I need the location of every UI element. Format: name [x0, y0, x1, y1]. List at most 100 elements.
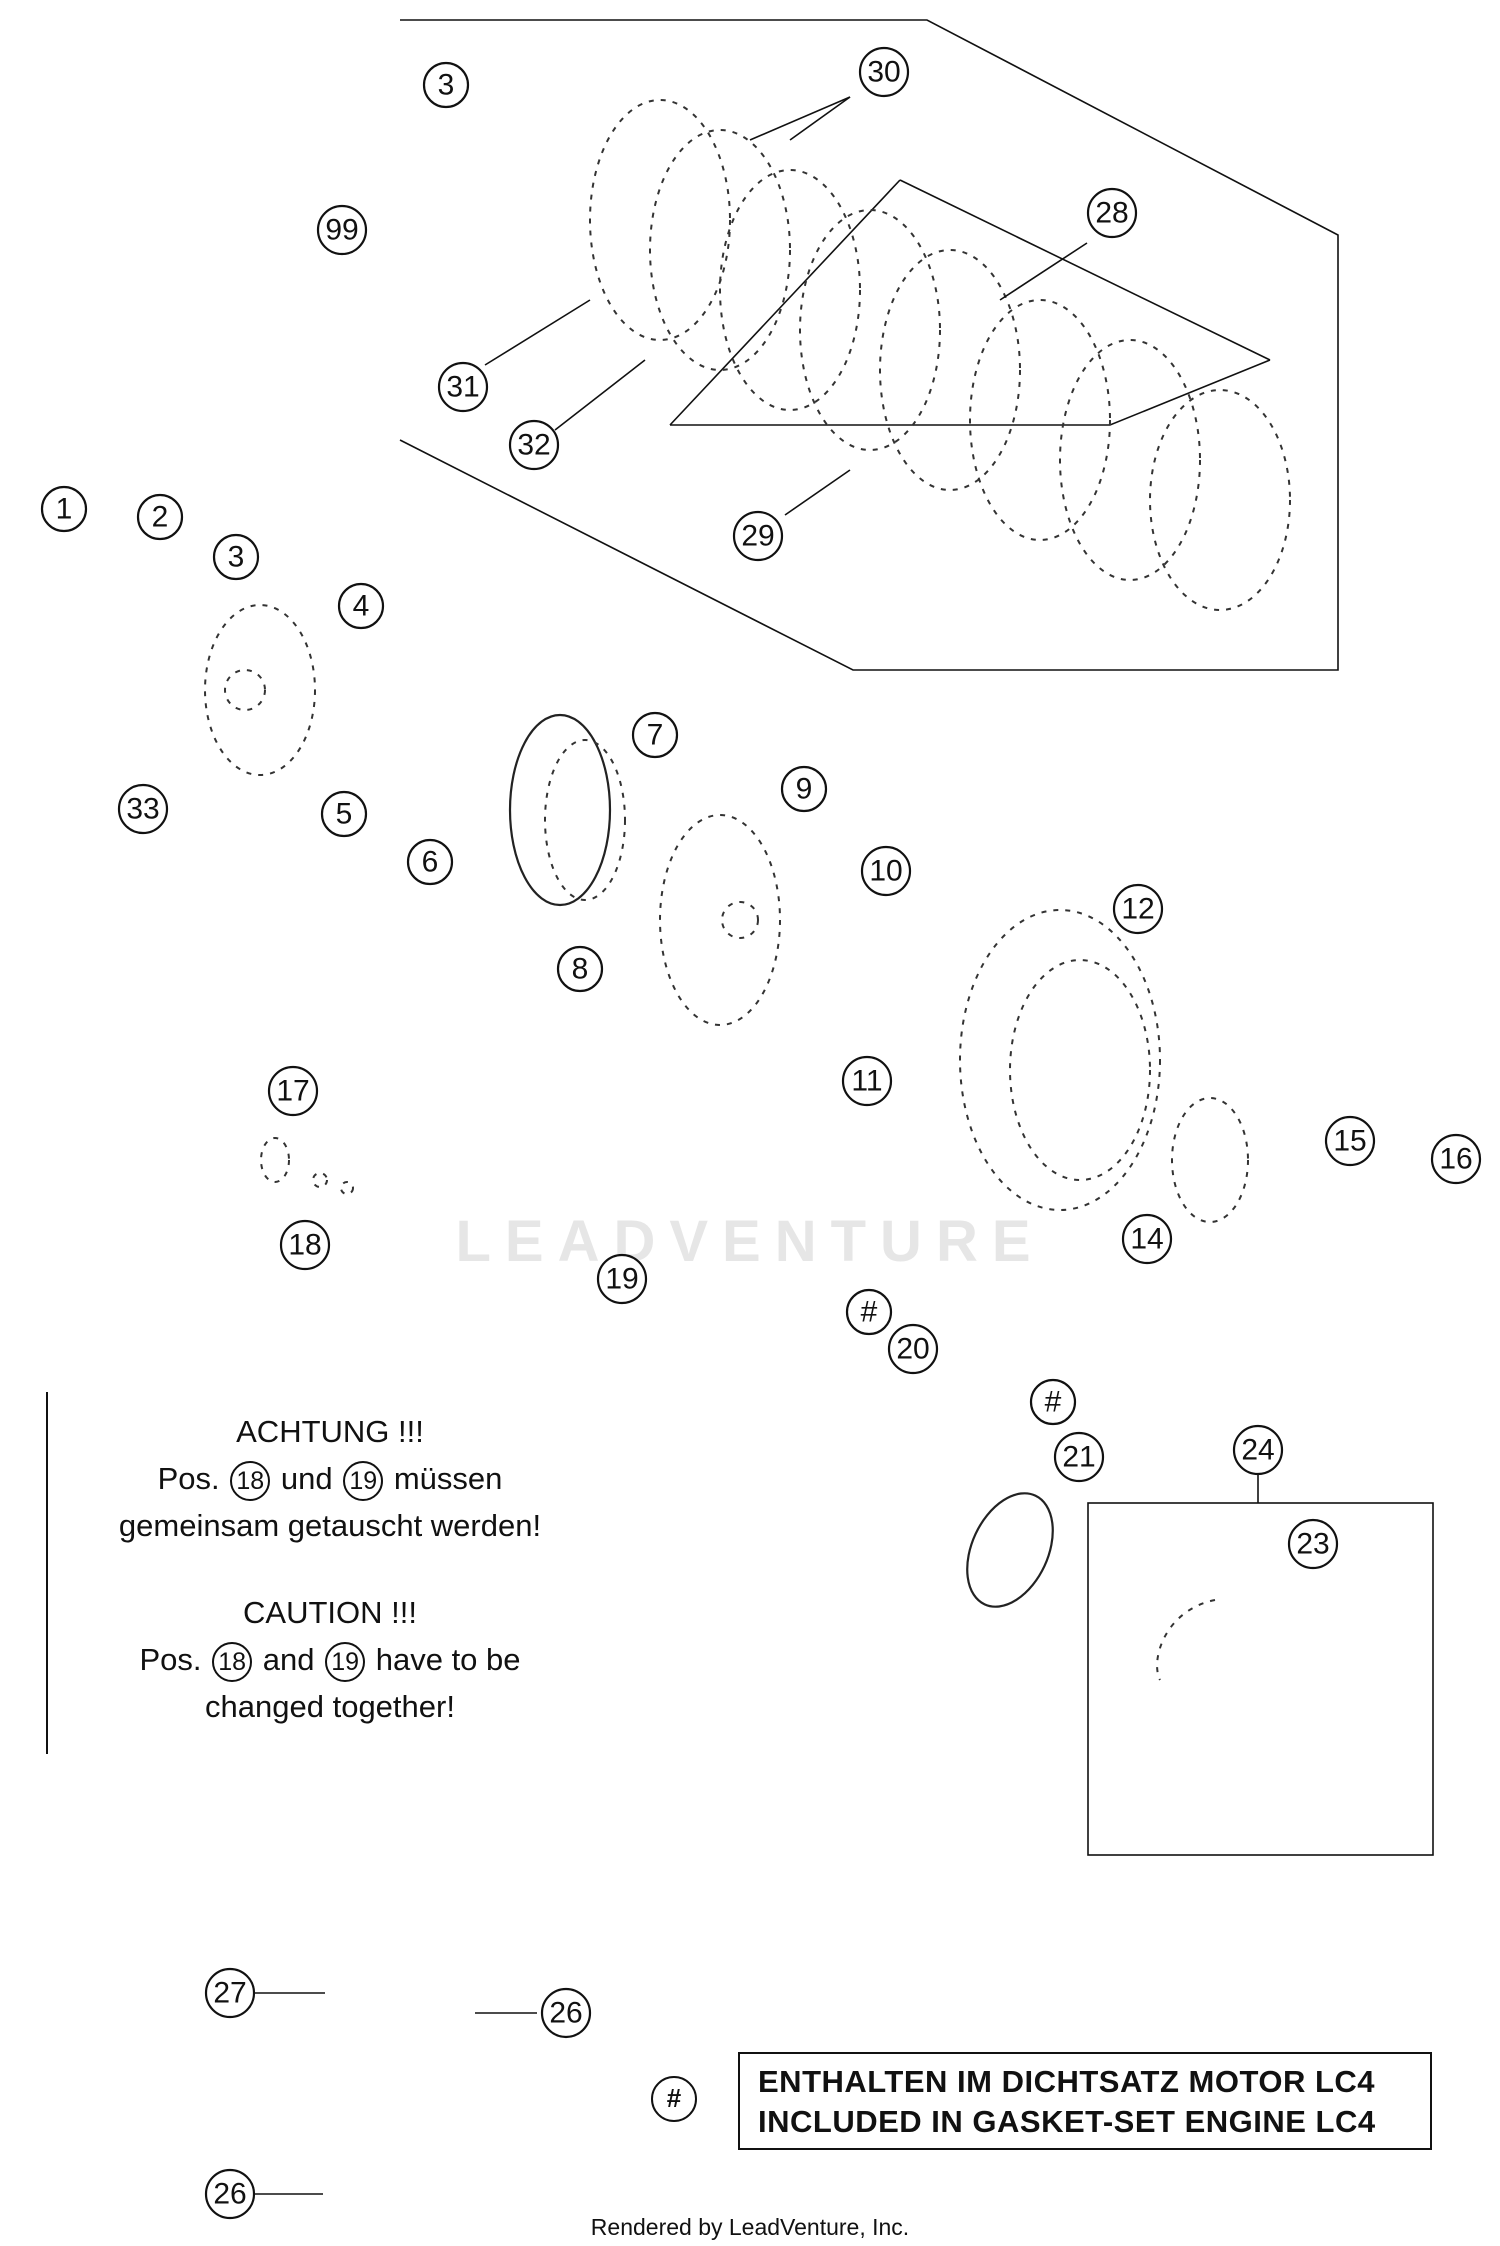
callout-32[interactable]: 32	[508, 419, 560, 471]
callout-7[interactable]: 7	[631, 711, 679, 759]
note-de-line2: Pos. 18 und 19 müssen	[50, 1455, 610, 1502]
callout-2[interactable]: 2	[136, 493, 184, 541]
callout-9[interactable]: 9	[780, 765, 828, 813]
svg-text:8: 8	[572, 953, 589, 986]
callout-30[interactable]: 30	[858, 46, 910, 98]
note-en-line3: changed together!	[205, 1689, 455, 1724]
kit-part-outline	[1156, 1599, 1216, 1681]
svg-text:30: 30	[867, 56, 900, 89]
svg-text:15: 15	[1333, 1125, 1366, 1158]
callout-5[interactable]: 5	[320, 790, 368, 838]
svg-text:3: 3	[228, 541, 245, 574]
svg-text:2: 2	[152, 501, 169, 534]
svg-text:29: 29	[741, 520, 774, 553]
svg-text:26: 26	[549, 1997, 582, 2030]
legend-line-en: INCLUDED IN GASKET-SET ENGINE LC4	[758, 2104, 1376, 2139]
callout-17[interactable]: 17	[267, 1065, 319, 1117]
callout-31[interactable]: 31	[437, 361, 489, 413]
outer-clutch-basket	[959, 909, 1161, 1211]
note-pos-18-de: 18	[230, 1460, 271, 1501]
svg-text:31: 31	[446, 371, 479, 404]
callout-hash-21[interactable]: #	[1029, 1378, 1077, 1426]
svg-text:27: 27	[213, 1977, 246, 2010]
inner-clutch-hub	[508, 713, 626, 907]
svg-text:#: #	[861, 1296, 878, 1329]
svg-text:19: 19	[605, 1263, 638, 1296]
svg-text:17: 17	[276, 1075, 309, 1108]
clutch-plates-stack	[589, 99, 1291, 611]
callout-26-upper[interactable]: 26	[540, 1987, 592, 2039]
callout-3-hub[interactable]: 3	[212, 533, 260, 581]
note-de-line3: gemeinsam getauscht werden!	[118, 1508, 542, 1543]
callout-hash-20[interactable]: #	[845, 1288, 893, 1336]
svg-text:18: 18	[288, 1229, 321, 1262]
svg-text:9: 9	[796, 773, 813, 806]
svg-text:#: #	[1045, 1386, 1062, 1419]
note-de-title: ACHTUNG !!!	[236, 1414, 424, 1449]
svg-text:12: 12	[1121, 893, 1154, 926]
legend-line-de: ENTHALTEN IM DICHTSATZ MOTOR LC4	[758, 2064, 1376, 2099]
svg-text:20: 20	[896, 1333, 929, 1366]
callout-12[interactable]: 12	[1112, 883, 1164, 935]
clutch-plate-group-frame	[399, 19, 1339, 671]
svg-text:1: 1	[56, 493, 73, 526]
svg-text:23: 23	[1296, 1528, 1329, 1561]
callout-99[interactable]: 99	[316, 204, 368, 256]
note-pos-19-en: 19	[325, 1641, 366, 1682]
svg-text:4: 4	[353, 590, 370, 623]
callout-20[interactable]: 20	[887, 1323, 939, 1375]
callout-14[interactable]: 14	[1121, 1213, 1173, 1265]
svg-text:5: 5	[336, 798, 353, 831]
svg-text:26: 26	[213, 2178, 246, 2211]
callout-3-plates[interactable]: 3	[422, 61, 470, 109]
svg-text:7: 7	[647, 719, 664, 752]
svg-text:6: 6	[422, 846, 439, 879]
o-ring	[966, 1492, 1054, 1608]
watermark-text: LEADVENTURE	[455, 1209, 1045, 1274]
callout-11[interactable]: 11	[841, 1055, 893, 1107]
note-en-title: CAUTION !!!	[243, 1595, 417, 1630]
callout-29[interactable]: 29	[732, 510, 784, 562]
legend-hash-symbol: #	[651, 2076, 697, 2122]
callout-18[interactable]: 18	[279, 1219, 331, 1271]
callout-33[interactable]: 33	[117, 783, 169, 835]
callout-19[interactable]: 19	[596, 1253, 648, 1305]
primary-gear	[1171, 1097, 1249, 1223]
svg-text:21: 21	[1062, 1441, 1095, 1474]
note-en-line2: Pos. 18 and 19 have to be	[50, 1636, 610, 1683]
kit-box	[1087, 1502, 1434, 1856]
callout-24[interactable]: 24	[1232, 1424, 1284, 1476]
svg-text:10: 10	[869, 855, 902, 888]
small-hardware	[260, 1137, 354, 1195]
callout-16[interactable]: 16	[1430, 1133, 1482, 1185]
callout-6[interactable]: 6	[406, 838, 454, 886]
note-pos-19-de: 19	[343, 1460, 384, 1501]
callout-15[interactable]: 15	[1324, 1115, 1376, 1167]
svg-text:14: 14	[1130, 1223, 1163, 1256]
svg-text:33: 33	[126, 793, 159, 826]
callout-27[interactable]: 27	[204, 1967, 256, 2019]
callout-10[interactable]: 10	[860, 845, 912, 897]
callout-23[interactable]: 23	[1287, 1518, 1339, 1570]
svg-text:24: 24	[1241, 1434, 1274, 1467]
pressure-plate	[204, 604, 316, 776]
legend-box: ENTHALTEN IM DICHTSATZ MOTOR LC4 INCLUDE…	[738, 2052, 1432, 2150]
callout-26-lower[interactable]: 26	[204, 2168, 256, 2220]
callout-4[interactable]: 4	[337, 582, 385, 630]
callout-1[interactable]: 1	[40, 485, 88, 533]
svg-text:11: 11	[851, 1065, 882, 1098]
callout-21[interactable]: 21	[1053, 1431, 1105, 1483]
thrust-washer	[659, 814, 781, 1026]
note-bar	[46, 1392, 48, 1754]
note-pos-18-en: 18	[212, 1641, 253, 1682]
callout-8[interactable]: 8	[556, 945, 604, 993]
caution-note: ACHTUNG !!! Pos. 18 und 19 müssen gemein…	[50, 1408, 610, 1730]
svg-text:3: 3	[438, 69, 455, 102]
svg-text:28: 28	[1095, 197, 1128, 230]
callout-28[interactable]: 28	[1086, 187, 1138, 239]
footer-credit: Rendered by LeadVenture, Inc.	[590, 2214, 910, 2240]
leader-lines	[238, 96, 1088, 2195]
svg-text:99: 99	[325, 214, 358, 247]
svg-text:16: 16	[1439, 1143, 1472, 1176]
